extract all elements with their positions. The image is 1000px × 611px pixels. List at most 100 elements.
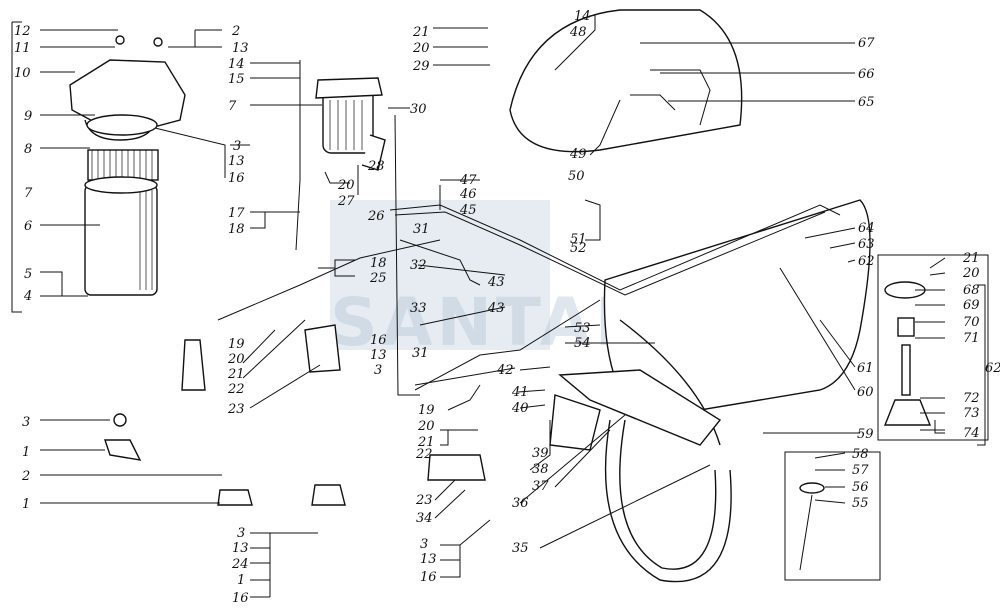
- callout-label-58: 58: [852, 447, 869, 462]
- callout-label-65: 65: [858, 95, 875, 110]
- callout-label-1: 1: [22, 497, 30, 512]
- callout-label-70: 70: [963, 315, 980, 330]
- callout-label-40: 40: [511, 401, 529, 416]
- callout-label-12: 12: [14, 24, 31, 39]
- tank-bracket: [549, 369, 722, 451]
- callout-label-30: 30: [410, 102, 427, 117]
- callout-label-60: 60: [857, 385, 874, 400]
- callout-label-19: 19: [418, 403, 435, 418]
- level-sender-unit: [877, 254, 989, 441]
- callout-label-3: 3: [237, 526, 245, 541]
- callout-label-39: 39: [532, 446, 549, 461]
- callout-label-17: 17: [228, 206, 245, 221]
- float-gauge: [784, 451, 881, 581]
- callout-label-20: 20: [337, 178, 355, 193]
- callout-label-63: 63: [858, 237, 875, 252]
- callout-label-18: 18: [370, 256, 387, 271]
- callout-label-37: 37: [532, 479, 549, 494]
- callout-label-26: 26: [367, 209, 385, 224]
- callout-label-6: 6: [24, 219, 32, 234]
- callout-label-55: 55: [852, 496, 869, 511]
- callout-label-23: 23: [415, 493, 433, 508]
- callout-label-24: 24: [231, 557, 249, 572]
- callout-label-45: 45: [459, 203, 477, 218]
- callout-label-67: 67: [858, 36, 875, 51]
- callout-label-21: 21: [227, 367, 245, 382]
- callout-label-22: 22: [227, 382, 245, 397]
- callout-label-49: 49: [569, 147, 587, 162]
- callout-label-20: 20: [962, 266, 980, 281]
- callout-label-20: 20: [417, 419, 435, 434]
- callout-label-20: 20: [412, 41, 430, 56]
- fuel-filter-assembly: [69, 35, 186, 296]
- callout-label-21: 21: [412, 25, 430, 40]
- callout-label-66: 66: [858, 67, 875, 82]
- pipe-clamps: [104, 324, 486, 506]
- callout-label-9: 9: [24, 109, 32, 124]
- callout-label-3: 3: [233, 139, 241, 154]
- callout-label-51: 51: [570, 232, 587, 247]
- secondary-filter: [315, 77, 386, 171]
- fuel-tank: [509, 9, 871, 446]
- callout-label-3: 3: [374, 363, 382, 378]
- callout-label-3: 3: [22, 415, 30, 430]
- callout-label-8: 8: [24, 142, 32, 157]
- callout-label-23: 23: [227, 402, 245, 417]
- callout-label-4: 4: [23, 289, 32, 304]
- callout-label-52: 52: [570, 241, 587, 256]
- callout-label-33: 33: [410, 301, 427, 316]
- callout-label-29: 29: [412, 59, 430, 74]
- callout-label-10: 10: [14, 66, 31, 81]
- callout-label-7: 7: [24, 186, 33, 201]
- callout-label-32: 32: [410, 258, 427, 273]
- callout-label-7: 7: [228, 99, 237, 114]
- callout-label-22: 22: [415, 447, 433, 462]
- callout-label-31: 31: [412, 346, 429, 361]
- callout-label-18: 18: [228, 222, 245, 237]
- callout-label-74: 74: [963, 426, 980, 441]
- callout-label-68: 68: [963, 283, 980, 298]
- callout-label-69: 69: [963, 298, 980, 313]
- callout-label-71: 71: [963, 331, 980, 346]
- callout-label-31: 31: [413, 222, 430, 237]
- watermark-text: SANTAL: [330, 284, 641, 361]
- callout-label-41: 41: [511, 385, 529, 400]
- callout-label-14: 14: [228, 57, 245, 72]
- fuel-lines: [217, 60, 841, 396]
- callout-label-21: 21: [962, 251, 980, 266]
- callout-label-42: 42: [496, 363, 514, 378]
- callout-label-64: 64: [858, 221, 875, 236]
- callout-label-13: 13: [228, 154, 245, 169]
- callout-label-13: 13: [232, 41, 249, 56]
- callout-label-28: 28: [367, 159, 385, 174]
- callout-label-53: 53: [574, 321, 591, 336]
- callout-label-62: 62: [985, 361, 1000, 376]
- callout-labels: 1211109876542131415731316171820272826302…: [14, 9, 1000, 606]
- callout-label-59: 59: [857, 427, 874, 442]
- callout-label-62: 62: [858, 254, 875, 269]
- callout-label-38: 38: [532, 462, 549, 477]
- callout-label-16: 16: [370, 333, 387, 348]
- callout-label-13: 13: [420, 552, 437, 567]
- callout-label-21: 21: [417, 435, 435, 450]
- callout-label-46: 46: [459, 187, 477, 202]
- callout-label-73: 73: [963, 406, 980, 421]
- callout-label-34: 34: [416, 511, 433, 526]
- callout-label-19: 19: [228, 337, 245, 352]
- callout-label-13: 13: [232, 541, 249, 556]
- callout-label-47: 47: [459, 173, 477, 188]
- callout-label-56: 56: [852, 480, 869, 495]
- callout-label-48: 48: [569, 25, 587, 40]
- callout-label-20: 20: [227, 352, 245, 367]
- callout-label-16: 16: [228, 171, 245, 186]
- callout-label-50: 50: [568, 169, 585, 184]
- callout-label-43: 43: [487, 275, 505, 290]
- callout-label-72: 72: [963, 391, 980, 406]
- callout-label-2: 2: [21, 469, 30, 484]
- leader-lines: [11, 14, 986, 598]
- callout-label-61: 61: [857, 361, 874, 376]
- callout-label-16: 16: [232, 591, 249, 606]
- callout-label-27: 27: [337, 194, 355, 209]
